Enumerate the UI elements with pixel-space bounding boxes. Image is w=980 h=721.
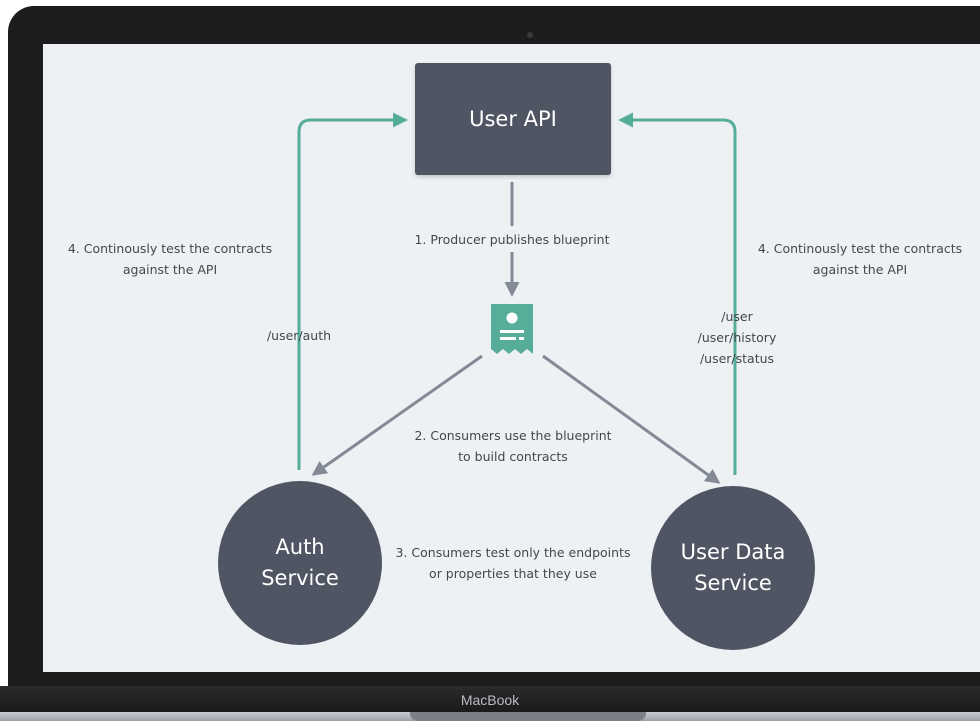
left-contract-arrow xyxy=(297,112,408,470)
brand-label: MacBook xyxy=(460,692,520,708)
auth-service-label: Auth Service xyxy=(261,535,339,590)
camera-dot xyxy=(527,32,533,38)
right-contract-arrow xyxy=(618,112,737,475)
user-endpoints-label: /user /user/history /user/status xyxy=(697,309,777,366)
step4-right-label: 4. Continously test the contracts agains… xyxy=(757,241,963,277)
user-api-node: User API xyxy=(415,63,611,175)
step2-label: 2. Consumers use the blueprint to build … xyxy=(414,428,612,464)
laptop-chin xyxy=(0,686,980,712)
blueprint-document-icon xyxy=(491,304,533,354)
step3-label: 3. Consumers test only the endpoints or … xyxy=(395,545,631,581)
step1-label: 1. Producer publishes blueprint xyxy=(414,232,610,247)
laptop-notch xyxy=(410,712,646,721)
user-data-service-node: User Data Service xyxy=(651,486,815,650)
user-data-service-label: User Data Service xyxy=(680,540,786,595)
auth-service-node: Auth Service xyxy=(218,481,382,645)
consume-arrow-right xyxy=(542,354,721,484)
consume-arrow-left xyxy=(311,354,483,476)
step4-left-label: 4. Continously test the contracts agains… xyxy=(67,241,273,277)
user-api-label: User API xyxy=(469,107,557,131)
auth-endpoints-label: /user/auth xyxy=(266,328,332,343)
